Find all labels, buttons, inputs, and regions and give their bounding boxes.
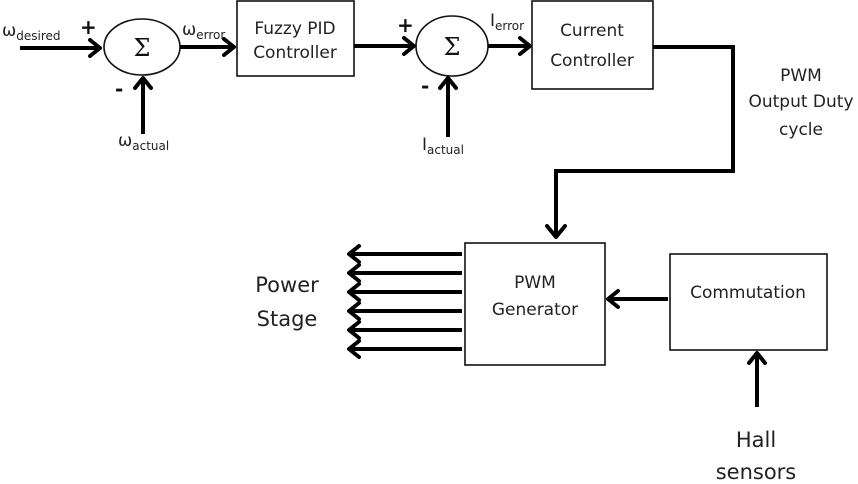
- omega-error-arrowhead: [222, 37, 236, 57]
- speed-controller-output-arrowhead: [402, 36, 416, 56]
- speed-sum-minus-sign: -: [115, 77, 123, 101]
- pwm-generator-block: [464, 242, 606, 366]
- current-sum-minus-sign: -: [421, 74, 429, 98]
- omega-error-label: ωerror: [182, 20, 225, 42]
- power-stage-output-arrowhead: [347, 244, 361, 264]
- current-controller-label-line2: Controller: [550, 51, 634, 71]
- omega-actual-label: ωactual: [118, 131, 169, 153]
- omega-desired-arrowhead: [88, 38, 102, 58]
- pwm-output-label-line3: cycle: [779, 120, 823, 140]
- power-stage-output-arrowhead: [347, 339, 361, 359]
- speed-sigma-symbol: Σ: [134, 34, 151, 62]
- omega-actual-arrowhead: [133, 76, 153, 90]
- commutation-block: [669, 253, 828, 351]
- fuzzy-pid-label-line2: Controller: [253, 43, 337, 63]
- power-stage-label-line2: Stage: [257, 307, 318, 331]
- pwm-generator-label-line2: Generator: [492, 300, 578, 320]
- pwm-output-label-line2: Output Duty: [748, 92, 853, 112]
- commutation-to-pwm-arrowhead: [606, 289, 620, 309]
- hall-sensors-label-line1: Hall: [736, 428, 776, 452]
- commutation-label: Commutation: [690, 283, 806, 303]
- i-actual-arrowhead: [438, 76, 458, 90]
- fuzzy-pid-label-line1: Fuzzy PID: [254, 19, 335, 39]
- power-stage-label-line1: Power: [255, 273, 319, 297]
- i-actual-label: Iactual: [422, 135, 464, 157]
- hall-sensors-arrowhead: [747, 351, 767, 365]
- pwm-generator-label-line1: PWM: [514, 273, 556, 293]
- i-error-label: Ierror: [490, 11, 524, 33]
- power-stage-output-arrowhead: [347, 263, 361, 283]
- power-stage-output-arrowhead: [347, 320, 361, 340]
- power-stage-output-arrowhead: [347, 282, 361, 302]
- power-stage-output-arrows: [347, 244, 462, 359]
- pwm-duty-cycle-wire: [554, 45, 735, 237]
- power-stage-output-arrowhead: [347, 301, 361, 321]
- pwm-duty-cycle-arrowhead: [545, 224, 567, 239]
- hall-sensors-label-line2: sensors: [716, 460, 797, 484]
- i-error-arrowhead: [518, 36, 532, 56]
- pwm-output-label-line1: PWM: [780, 66, 822, 86]
- current-controller-label-line1: Current: [560, 21, 624, 41]
- omega-desired-label: ωdesired: [2, 21, 61, 43]
- fuzzy-pid-controller-block: [236, 0, 355, 77]
- current-sum-plus-sign: +: [397, 13, 414, 37]
- current-controller-block: [531, 0, 654, 90]
- current-sigma-symbol: Σ: [444, 33, 461, 61]
- speed-sum-plus-sign: +: [80, 15, 97, 39]
